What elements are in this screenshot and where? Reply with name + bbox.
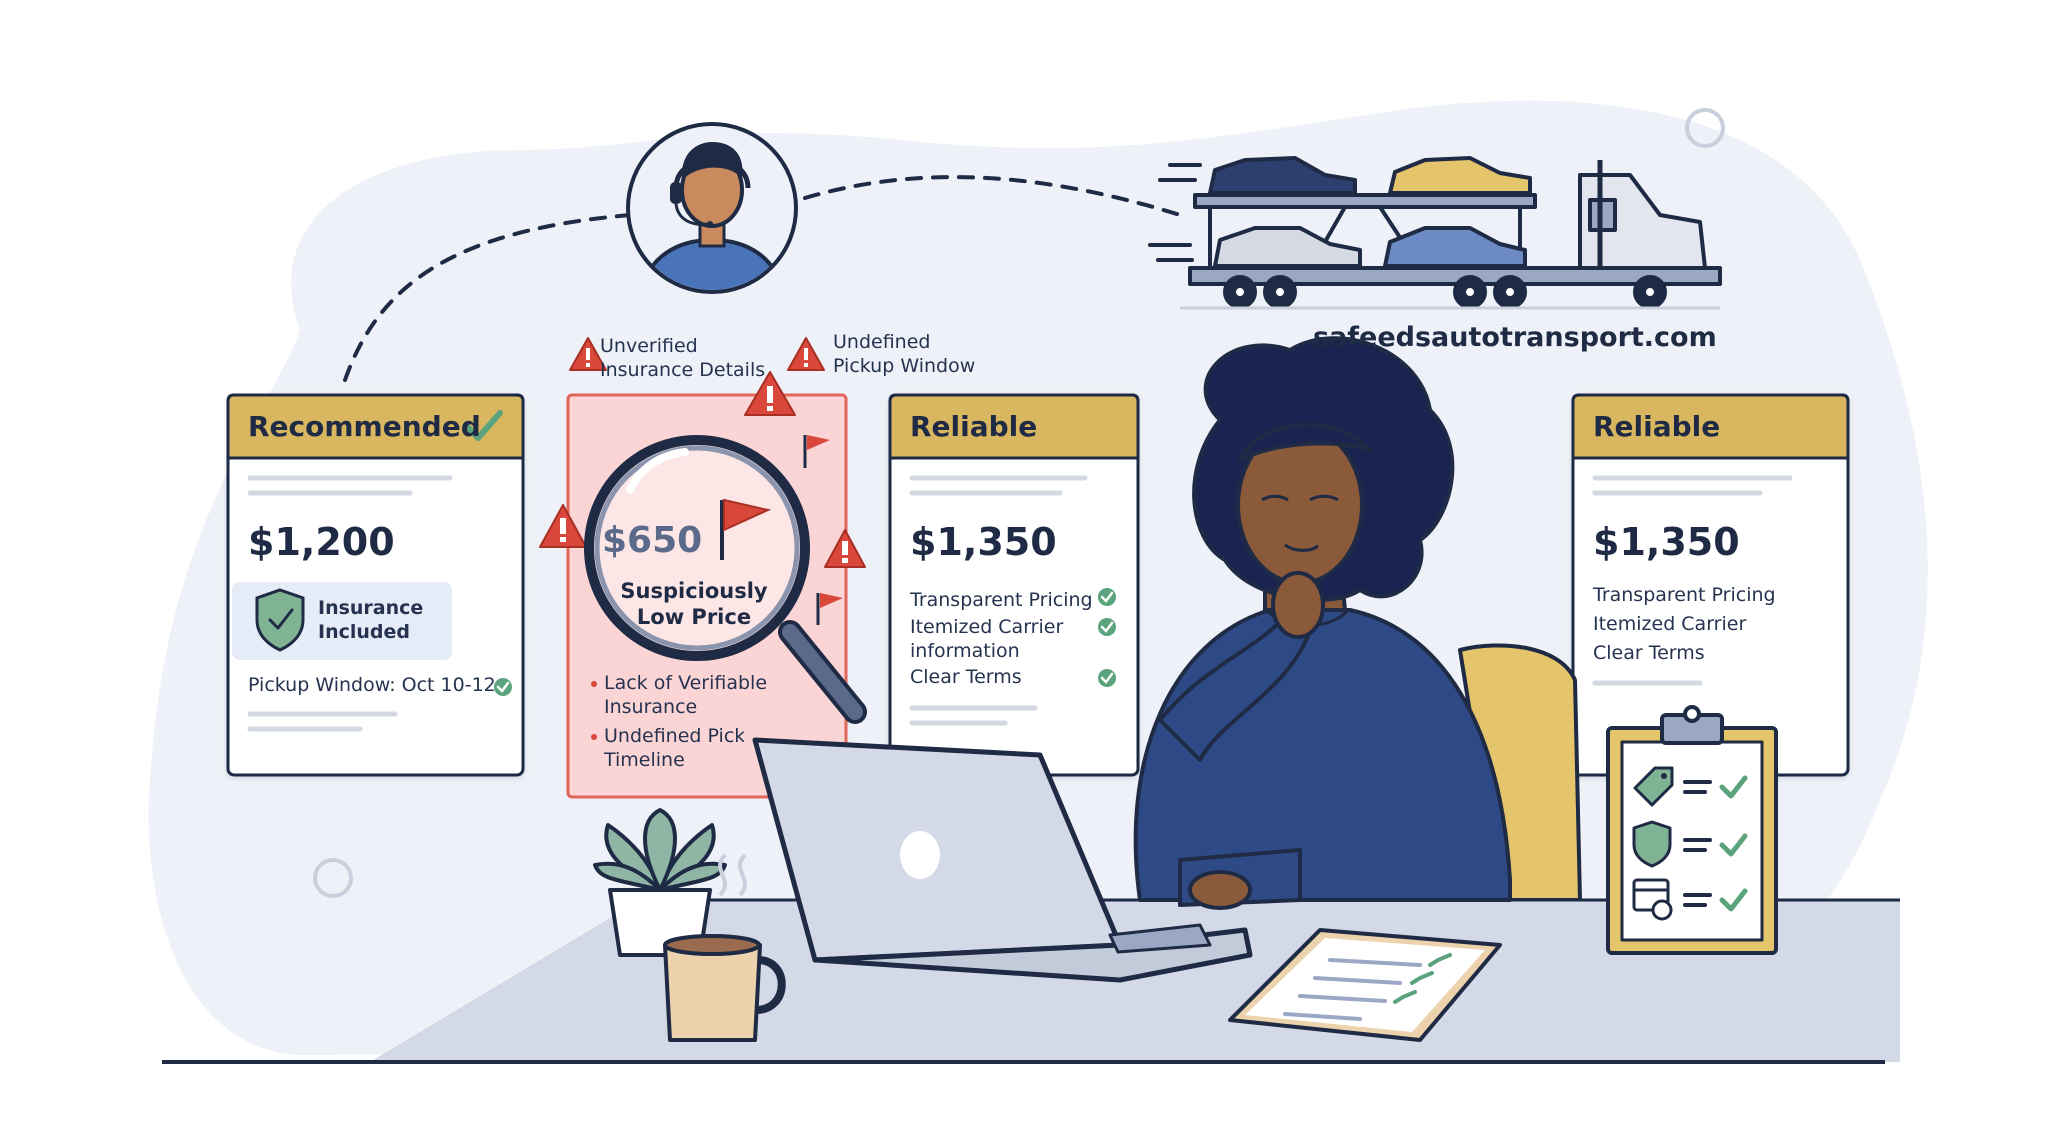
shield-check-icon xyxy=(255,588,305,652)
card-suspicious-price: $650 xyxy=(602,520,703,561)
feature-clear-terms: Clear Terms xyxy=(1593,642,1705,664)
check-icon xyxy=(463,410,503,441)
card-reliable-title: Reliable xyxy=(910,410,1038,443)
bullet1-line1: Lack of Verifiable xyxy=(604,672,768,694)
decor-circle xyxy=(1685,108,1725,148)
document-icon xyxy=(1228,928,1502,1042)
card-reliable-secondary[interactable] xyxy=(1571,393,1850,777)
warning-icon xyxy=(539,504,587,548)
feature-information: information xyxy=(910,640,1020,662)
warning-insurance-label: Unverified Insurance Details xyxy=(600,334,765,382)
website-domain: safeedsautotransport.com xyxy=(1313,322,1717,353)
insurance-badge-line2: Included xyxy=(318,621,410,643)
card-reliable-secondary-price: $1,350 xyxy=(1593,520,1740,564)
suspicious-bullet-insurance: Lack of Verifiable Insurance xyxy=(604,671,767,719)
red-flag-icon xyxy=(803,435,830,468)
magnifier-icon xyxy=(584,435,867,724)
feature-clear-terms: Clear Terms xyxy=(910,666,1022,688)
warning-icon xyxy=(787,337,825,371)
red-flag-icon xyxy=(816,593,843,625)
feature-transparent-pricing: Transparent Pricing xyxy=(910,589,1093,611)
coffee-mug-icon xyxy=(663,853,786,1042)
text-placeholder-lines xyxy=(909,475,1088,726)
warning-pickup-label: Undefined Pickup Window xyxy=(833,330,975,378)
card-reliable-secondary-features: Transparent Pricing Itemized Carrier Cle… xyxy=(1593,581,1776,668)
warning-pickup-line2: Pickup Window xyxy=(833,355,976,377)
caption-line2: Low Price xyxy=(636,605,752,629)
feature-itemized-carrier: Itemized Carrier xyxy=(1593,613,1747,635)
dashed-connector xyxy=(803,175,1182,217)
car-carrier-truck-icon xyxy=(1148,156,1722,310)
bullet-dot xyxy=(591,681,597,687)
support-agent-avatar xyxy=(626,122,798,294)
laptop-icon xyxy=(752,737,1253,983)
check-circle-icon xyxy=(1098,588,1116,606)
card-reliable-price: $1,350 xyxy=(910,520,1057,564)
bullet-dot xyxy=(591,734,597,740)
card-reliable[interactable] xyxy=(888,393,1140,777)
person-at-desk xyxy=(1133,336,1512,910)
text-placeholder-lines xyxy=(1592,475,1793,686)
card-recommended-pickup: Pickup Window: Oct 10-12 xyxy=(248,674,496,696)
warning-insurance-line2: Insurance Details xyxy=(600,359,766,381)
check-circle-icon xyxy=(494,678,512,696)
card-recommended-price: $1,200 xyxy=(248,520,395,564)
warning-icon xyxy=(824,529,866,568)
bullet1-line2: Insurance xyxy=(604,696,698,718)
card-suspicious-caption: Suspiciously Low Price xyxy=(614,578,774,630)
caption-line1: Suspiciously xyxy=(620,579,768,603)
clipboard-checklist-icon xyxy=(1606,705,1778,955)
feature-itemized-carrier: Itemized Carrier xyxy=(910,616,1064,638)
check-circle-icon xyxy=(1098,669,1116,687)
warning-icon xyxy=(569,337,607,371)
dashed-connector xyxy=(343,213,632,382)
insurance-badge-label: Insurance Included xyxy=(318,596,423,644)
warning-pickup-line1: Undefined xyxy=(833,331,931,353)
feature-transparent-pricing: Transparent Pricing xyxy=(1593,584,1776,606)
decor-circle xyxy=(313,858,353,898)
suspicious-bullet-pickup: Undefined Pickup Timeline xyxy=(604,724,744,772)
card-reliable-features: Transparent Pricing Itemized Carrier inf… xyxy=(910,586,1093,692)
check-circle-icon xyxy=(1098,618,1116,636)
warning-icon xyxy=(744,371,796,416)
warning-insurance-line1: Unverified xyxy=(600,335,698,357)
insurance-badge-line1: Insurance xyxy=(318,597,424,619)
bullet2-line2: Timeline xyxy=(604,749,685,771)
card-reliable-secondary-title: Reliable xyxy=(1593,410,1721,443)
text-placeholder-lines xyxy=(247,475,453,732)
card-recommended-title: Recommended xyxy=(248,410,481,443)
bullet2-line1: Undefined Pickup xyxy=(604,725,744,747)
